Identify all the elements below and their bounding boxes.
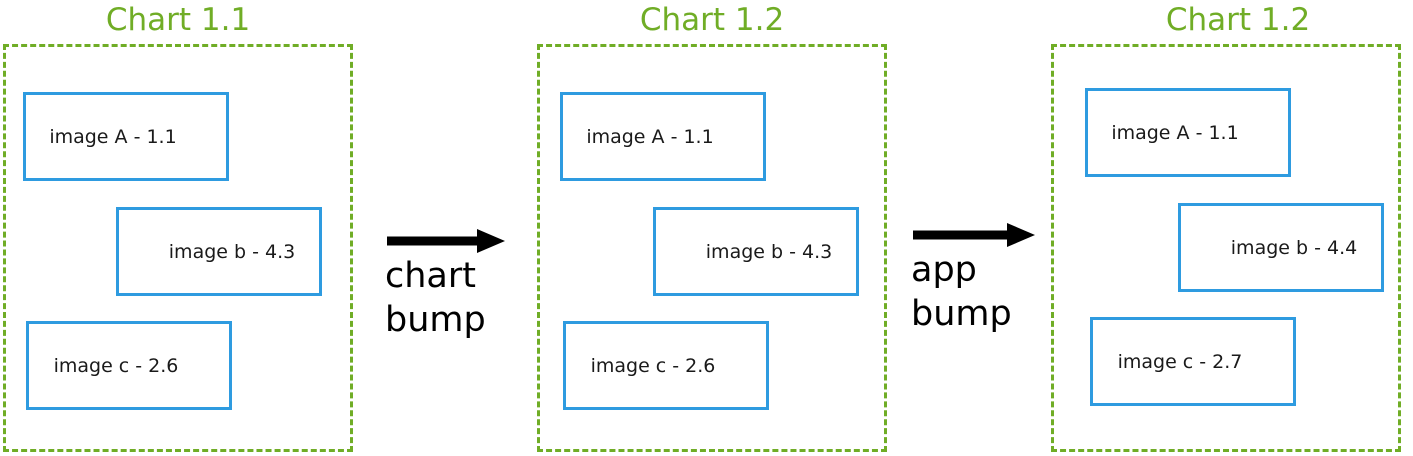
image-box[interactable]: image A - 1.1 xyxy=(1085,88,1291,177)
image-box[interactable]: image c - 2.6 xyxy=(26,321,232,410)
panel-title-2: Chart 1.2 xyxy=(639,2,785,38)
image-box-label: image c - 2.6 xyxy=(53,354,179,377)
panel-title-1: Chart 1.1 xyxy=(105,2,251,38)
panel-title-3: Chart 1.2 xyxy=(1165,2,1311,38)
arrow-label-line1: chart xyxy=(385,256,476,296)
image-box-label: image A - 1.1 xyxy=(1111,121,1239,144)
chart-panel-3: image A - 1.1 image b - 4.4 image c - 2.… xyxy=(1051,44,1401,452)
image-box[interactable]: image c - 2.7 xyxy=(1090,317,1296,406)
image-box[interactable]: image c - 2.6 xyxy=(563,321,769,410)
image-box[interactable]: image b - 4.3 xyxy=(653,207,859,296)
image-box-label: image b - 4.3 xyxy=(705,240,833,263)
image-box[interactable]: image A - 1.1 xyxy=(560,92,766,181)
transition-arrow-chart-bump: chart bump xyxy=(385,228,515,342)
chart-panel-2: image A - 1.1 image b - 4.3 image c - 2.… xyxy=(537,44,887,452)
image-box[interactable]: image b - 4.4 xyxy=(1178,203,1384,292)
image-box-label: image c - 2.6 xyxy=(590,354,716,377)
image-box-label: image c - 2.7 xyxy=(1117,350,1243,373)
image-box-label: image A - 1.1 xyxy=(49,125,177,148)
arrow-label-line1: app xyxy=(911,250,977,290)
arrow-label-line2: bump xyxy=(911,294,1012,334)
image-box[interactable]: image b - 4.3 xyxy=(116,207,322,296)
image-box-label: image b - 4.4 xyxy=(1230,236,1358,259)
image-box-label: image A - 1.1 xyxy=(586,125,714,148)
arrow-right-icon xyxy=(387,229,505,253)
image-box[interactable]: image A - 1.1 xyxy=(23,92,229,181)
image-box-label: image b - 4.3 xyxy=(168,240,296,263)
chart-panel-1: image A - 1.1 image b - 4.3 image c - 2.… xyxy=(3,44,353,452)
arrow-label-line2: bump xyxy=(385,300,486,340)
arrow-right-icon xyxy=(913,223,1035,247)
transition-arrow-app-bump: app bump xyxy=(911,222,1051,336)
